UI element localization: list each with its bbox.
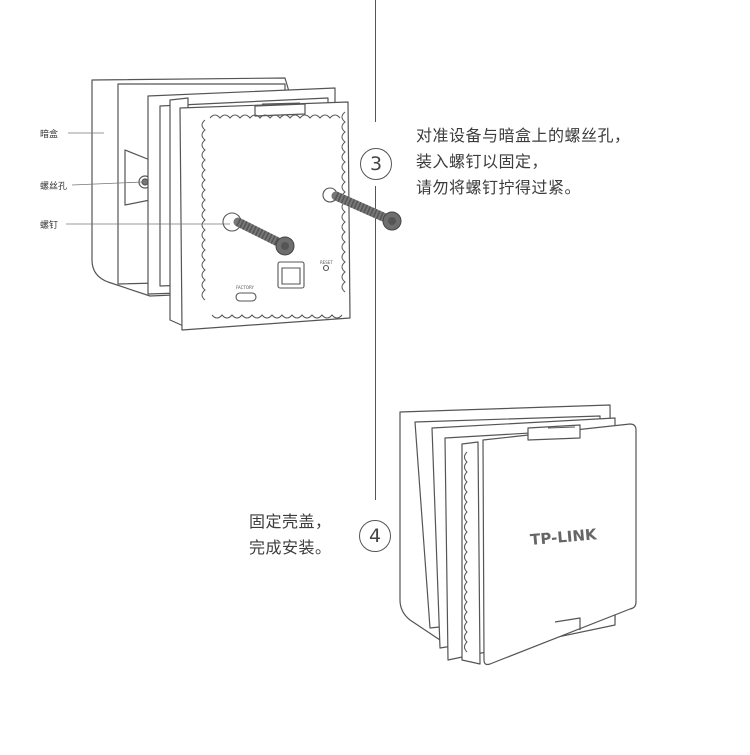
label-wall-box: 暗盒: [40, 130, 59, 140]
step3-line2: 装入螺钉以固定，: [416, 152, 549, 171]
reset-label: RESET: [320, 260, 333, 265]
step3-line3: 请勿将螺钉拧得过紧。: [416, 178, 582, 197]
step4-line2: 完成安装。: [249, 538, 332, 557]
cover-plate: [482, 423, 637, 666]
label-screw: 螺钉: [40, 221, 59, 231]
factory-label: FACTORY: [236, 285, 255, 290]
divider-line-top: [375, 0, 376, 122]
step4-line1: 固定壳盖，: [249, 512, 332, 531]
step3-instructions: 对准设备与暗盒上的螺丝孔， 装入螺钉以固定， 请勿将螺钉拧得过紧。: [416, 123, 631, 201]
brand-logo: TP-LINK: [529, 525, 598, 549]
step4-instructions: 固定壳盖， 完成安装。: [249, 509, 332, 561]
screw-left: [233, 217, 295, 256]
screw-right: [331, 191, 402, 231]
step4-number: 4: [359, 520, 391, 552]
label-screw-hole: 螺丝孔: [40, 182, 68, 192]
step3-number: 3: [360, 148, 392, 180]
step3-line1: 对准设备与暗盒上的螺丝孔，: [416, 126, 631, 145]
divider-line-middle: [375, 186, 376, 500]
